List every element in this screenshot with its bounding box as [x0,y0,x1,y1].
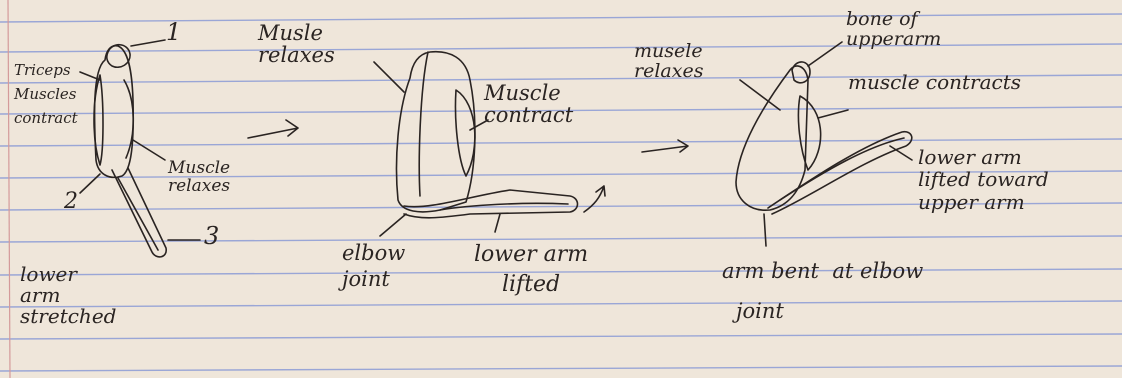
pointer-2 [80,174,100,193]
label-muscle-relaxes-2: Musle relaxes [258,22,335,66]
label-3: 3 [204,224,219,249]
label-arm-bent-at-elbow: arm bent at elbow [722,260,923,282]
label-muscle-relaxes-1: Muscle relaxes [168,160,230,196]
pointer-1 [131,40,165,46]
lower-arm-outline [768,132,912,214]
label-lower-arm-lifted-toward: lower arm lifted toward upper arm [918,146,1049,213]
label-triceps-contract: Triceps Muscles contract [14,58,78,130]
pointer-muscle-relaxes-3 [740,80,780,110]
pointer-joint-3 [764,214,766,246]
pointer-elbow-2 [380,214,406,236]
label-2: 2 [64,190,78,213]
label-lower-arm-stretched: lower arm stretched [20,264,116,327]
upper-arm-outline [95,46,134,178]
biceps-muscle [798,96,820,170]
pointer-lower-arm-lifted [495,214,500,232]
biceps-muscle [455,90,474,176]
label-muscle-contracts-3: muscle contracts [848,72,1021,93]
figure-arm-stretched [80,40,298,257]
arrow-1 [248,120,298,138]
upper-arm-outline [397,52,475,212]
pointer-muscle-relaxes-1 [133,140,165,160]
pointer-bone [808,42,842,66]
bone-upper [419,52,428,196]
label-muscle-relaxes-3: musele relaxes [634,42,703,82]
label-bone-upperarm: bone of upperarm [846,10,941,50]
label-elbow-joint-2: elbow joint [342,240,405,293]
bone-head [792,62,810,83]
label-1: 1 [166,20,181,45]
lower-arm-bone [780,138,904,200]
label-joint-3: joint [736,300,784,322]
pointer-muscle-relaxes-2 [374,62,404,92]
pointer-muscle-contracts-3 [818,110,848,118]
label-lower-arm-lifted: lower arm lifted [474,240,588,299]
label-muscle-contract-2: Muscle contract [484,82,573,126]
lift-arrow [584,186,605,212]
arrow-2 [642,140,688,152]
